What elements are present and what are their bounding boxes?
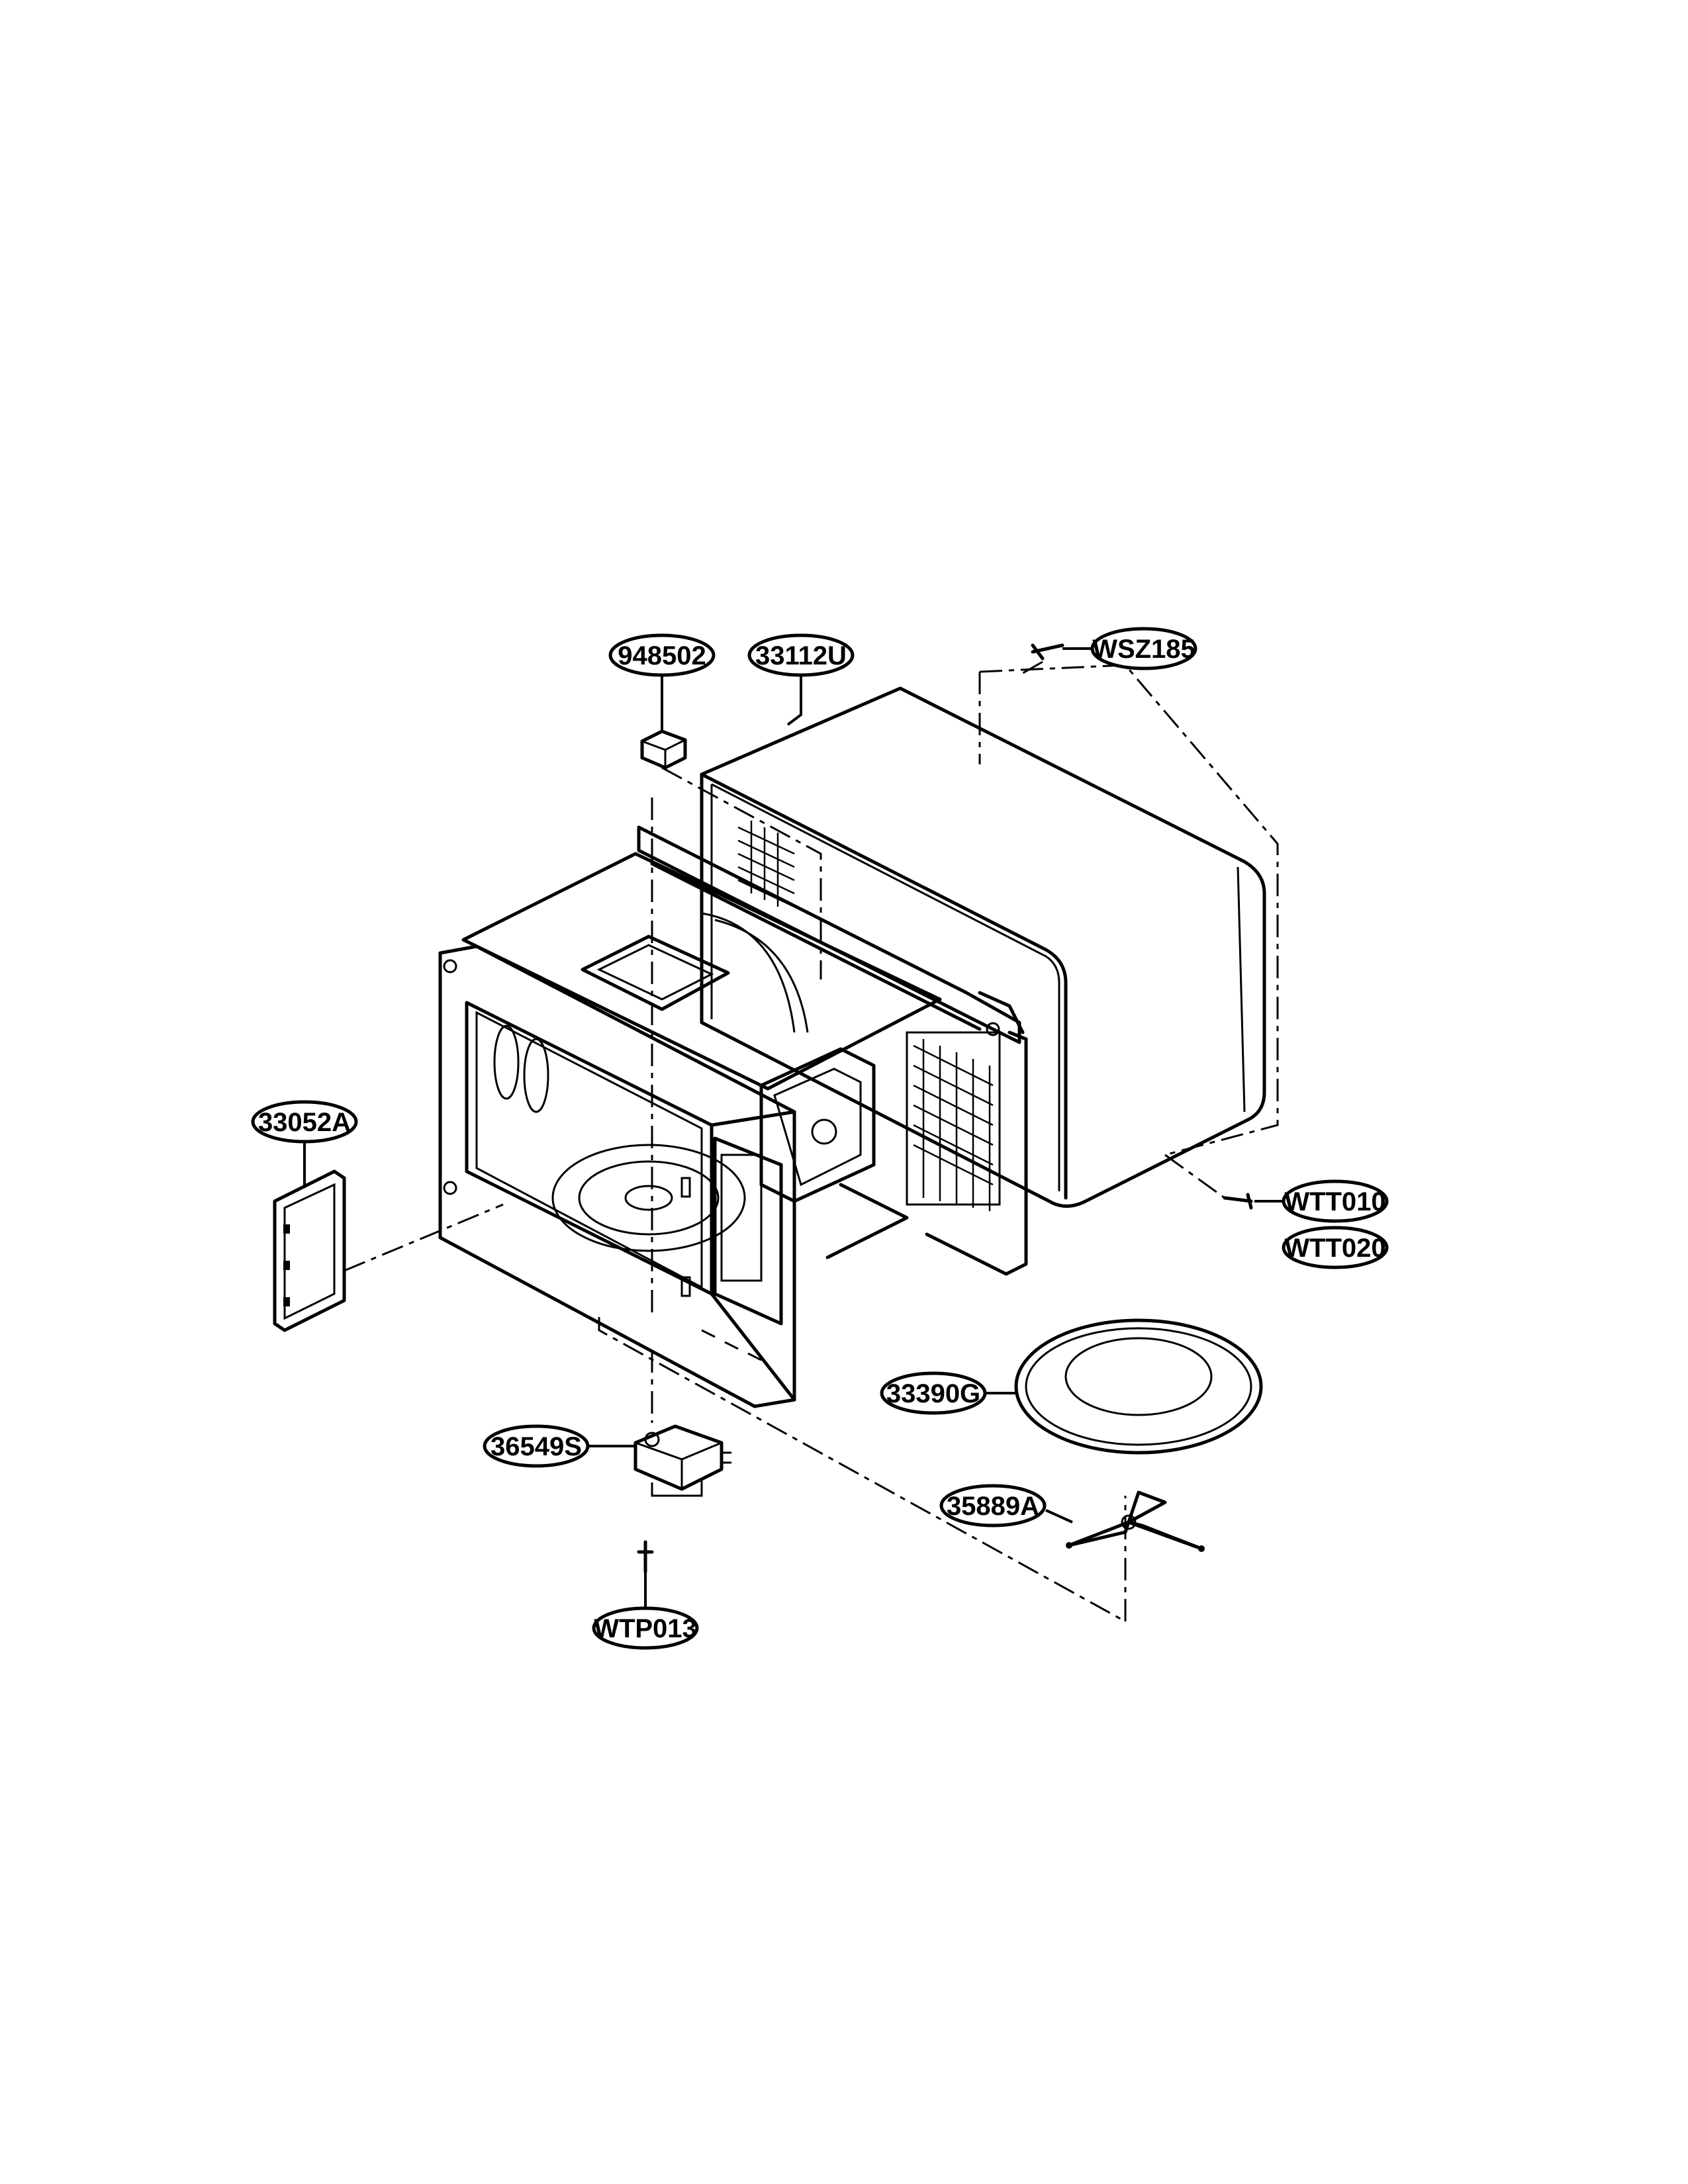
callout-label: 36549S (491, 1432, 582, 1461)
callout-label: 33112U (755, 641, 847, 670)
callout-label: 33052A (258, 1108, 351, 1137)
oven-cavity (438, 766, 1127, 1623)
callout-33052A: 33052A (251, 1100, 358, 1144)
callout-948502: 948502 (608, 633, 716, 677)
callout-33112U: 33112U (747, 633, 855, 677)
fuse-part (640, 729, 687, 770)
screw-wsz185 (1019, 643, 1064, 676)
callout-label: WTT020 (1284, 1234, 1385, 1263)
roller-rest (1066, 1490, 1205, 1552)
callout-label: WTP013 (594, 1614, 697, 1643)
glass-tray (1014, 1318, 1263, 1455)
callout-36549S: 36549S (483, 1424, 590, 1468)
waveguide-cover (273, 1169, 504, 1332)
callout-label: WSZ185 (1092, 635, 1196, 664)
callout-WTT020: WTT020 (1282, 1226, 1389, 1269)
callout-WTP013: WTP013 (592, 1606, 699, 1650)
callout-33390G: 33390G (880, 1371, 987, 1415)
callout-label: 948502 (618, 641, 706, 670)
leader-lines (303, 647, 1284, 1608)
callout-WTT010: WTT010 (1282, 1179, 1389, 1223)
turntable-motor (633, 1350, 731, 1497)
callout-35889A: 35889A (939, 1484, 1047, 1527)
callout-WSZ185: WSZ185 (1090, 627, 1197, 670)
callout-label: WTT010 (1284, 1187, 1385, 1216)
screw-wtt010 (1164, 1154, 1253, 1210)
outer-cabinet (700, 664, 1279, 1208)
callout-label: 33390G (886, 1379, 980, 1408)
callout-label: 35889A (947, 1492, 1039, 1521)
screw-wtp013 (637, 1540, 654, 1574)
